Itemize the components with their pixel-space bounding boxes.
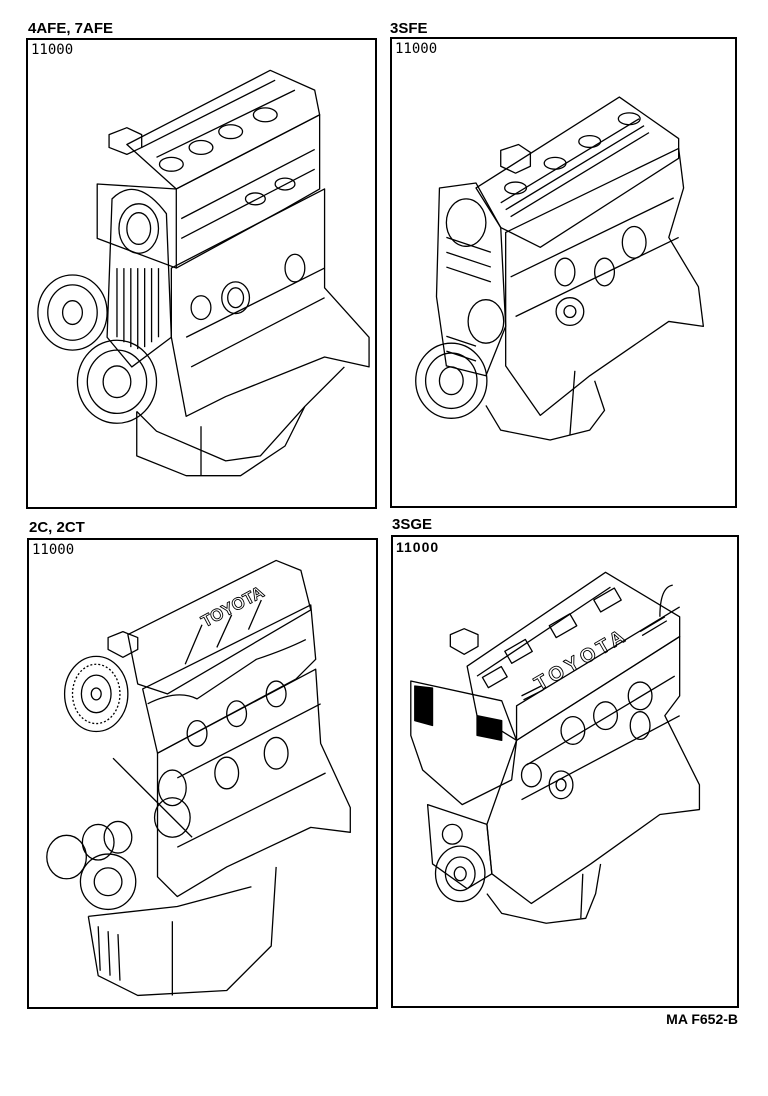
engine-label-4afe-7afe: 4AFE, 7AFE <box>28 20 114 37</box>
engine-label-3sge: 3SGE <box>392 516 433 533</box>
toyota-cover-text: TOYOTA <box>531 624 632 695</box>
figure-code: MA F652-B <box>666 1011 738 1027</box>
toyota-cover-text: TOYOTA <box>198 582 267 631</box>
part-number: 11000 <box>396 539 440 555</box>
engine-illustration-2c-2ct: TOYOTA <box>29 540 376 1007</box>
part-number: 11000 <box>395 41 438 57</box>
engine-illustration-3sfe <box>392 39 735 506</box>
panel-2c-2ct: 11000 TOYOTA <box>27 538 378 1009</box>
panel-3sfe: 11000 <box>390 37 737 508</box>
engine-illustration-3sge: TOYOTA <box>393 537 737 1006</box>
panel-4afe-7afe: 11000 <box>26 38 377 509</box>
engine-illustration-4afe-7afe <box>28 40 375 507</box>
engine-label-3sfe: 3SFE <box>390 20 428 37</box>
part-number: 11000 <box>31 42 74 58</box>
panel-3sge: 11000 TOYOTA <box>391 535 739 1008</box>
part-number: 11000 <box>32 542 75 558</box>
engine-label-2c-2ct: 2C, 2CT <box>29 519 85 536</box>
